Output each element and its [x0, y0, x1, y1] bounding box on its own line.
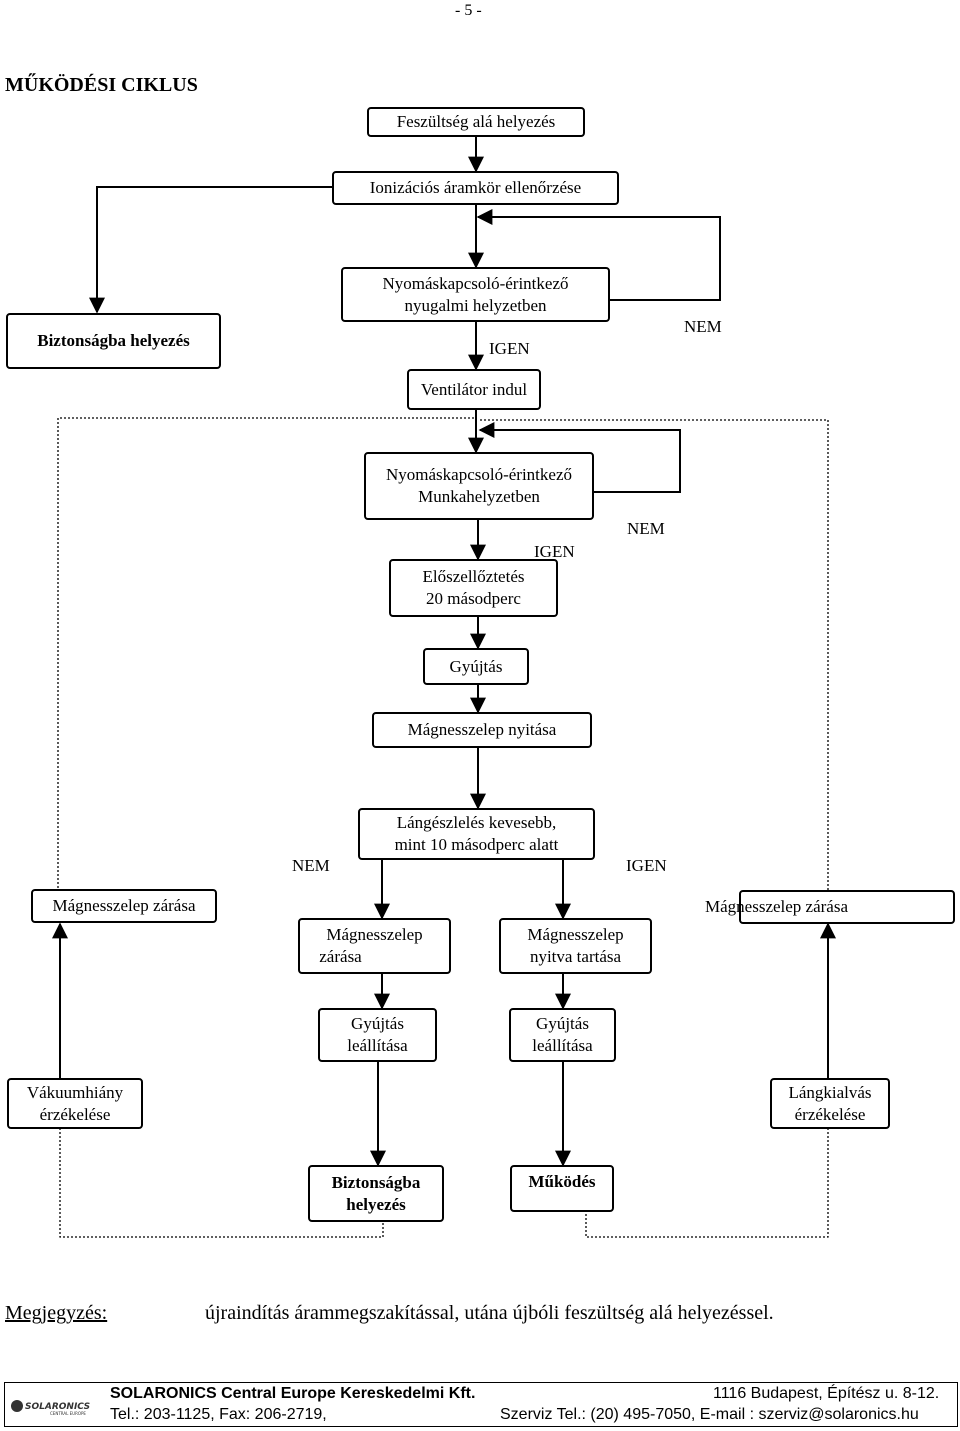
box-valve-close-left: Mágnesszelep zárása — [31, 889, 217, 923]
label-nem-2: NEM — [627, 519, 665, 538]
solaronics-logo: SOLARONICS CENTRAL EUROPE — [11, 1400, 90, 1416]
box-valve-open: Mágnesszelep nyitása — [372, 712, 592, 748]
box-ion-check: Ionizációs áramkör ellenőrzése — [332, 171, 619, 205]
box-fan-start: Ventilátor indul — [407, 369, 541, 410]
box-flameout-line1: Lángkialvás — [788, 1082, 872, 1102]
footer-phone: Tel.: 203-1125, Fax: 206-2719, — [110, 1406, 327, 1423]
box-vacuum-line1: Vákuumhiány — [26, 1082, 124, 1102]
box-prepurge-line1: Előszellőztetés — [422, 567, 525, 586]
box-vacuum-line2: érzékelése — [39, 1104, 111, 1124]
box-pressure-work-line1: Nyomáskapcsoló-érintkező — [386, 465, 572, 484]
box-flame-detect: Lángészlelés kevesebb, mint 10 másodperc … — [358, 808, 595, 860]
box-pressure-rest-line1: Nyomáskapcsoló-érintkező — [382, 273, 569, 293]
box-ion-check-text: Ionizációs áramkör ellenőrzése — [369, 178, 582, 197]
box-prepurge-line2: 20 másodperc — [426, 589, 521, 608]
box-ignition-text: Gyújtás — [449, 656, 503, 676]
label-igen-1: IGEN — [489, 339, 530, 358]
footer-company: SOLARONICS Central Europe Kereskedelmi K… — [110, 1385, 476, 1402]
box-valve-close-mid-line1: Mágnesszelep — [326, 925, 423, 944]
box-valve-close-right-text: Mágnesszelep zárása — [705, 897, 849, 916]
label-nem-3: NEM — [292, 856, 330, 875]
page-number: - 5 - — [455, 2, 482, 19]
loop-nem-2 — [478, 422, 681, 493]
box-ign-stop-left-line1: Gyújtás — [351, 1014, 404, 1033]
dotted-right-top — [478, 419, 829, 890]
footer-service: Szerviz Tel.: (20) 495-7050, E-mail : sz… — [500, 1406, 919, 1423]
box-ign-stop-left-line2: leállítása — [347, 1036, 408, 1055]
box-safety-top: Biztonságba helyezés — [6, 313, 221, 369]
box-safety-bottom-line1: Biztonságba — [331, 1172, 421, 1192]
box-safety-top-text: Biztonságba helyezés — [37, 331, 190, 350]
dotted-left-top — [57, 417, 476, 888]
box-valve-close-mid-line2: zárása — [319, 947, 362, 966]
page-title: MŰKÖDÉSI CIKLUS — [5, 74, 198, 96]
svg-text:SOLARONICS: SOLARONICS — [25, 1402, 90, 1412]
box-pressure-rest-line2: nyugalmi helyzetben — [404, 295, 547, 315]
footer-address: 1116 Budapest, Építész u. 8-12. — [713, 1385, 940, 1402]
svg-text:CENTRAL EUROPE: CENTRAL EUROPE — [50, 1411, 86, 1416]
box-ign-stop-right: Gyújtás leállítása — [509, 1008, 616, 1062]
box-valve-keep: Mágnesszelep nyitva tartása — [499, 918, 652, 974]
note-label: Megjegyzés: — [5, 1302, 108, 1324]
box-flame-detect-line1: Lángészlelés kevesebb, — [396, 813, 557, 832]
label-igen-3: IGEN — [626, 856, 667, 875]
box-power-on: Feszültség alá helyezés — [367, 107, 585, 137]
box-valve-open-text: Mágnesszelep nyitása — [407, 720, 557, 739]
box-power-on-text: Feszültség alá helyezés — [396, 112, 556, 131]
box-valve-keep-line1: Mágnesszelep — [527, 925, 624, 944]
box-valve-close-right: Mágnesszelep zárása — [705, 890, 955, 924]
box-flame-detect-line2: mint 10 másodperc alatt — [394, 835, 559, 854]
label-nem-1: NEM — [684, 317, 722, 336]
box-pressure-work-line2: Munkahelyzetben — [418, 487, 540, 506]
loop-nem-1 — [476, 209, 721, 301]
box-operation: Működés — [510, 1165, 614, 1212]
box-safety-bottom-line2: helyezés — [346, 1194, 406, 1214]
box-valve-keep-line2: nyitva tartása — [529, 947, 622, 966]
footer: SOLARONICS CENTRAL EUROPE SOLARONICS Cen… — [4, 1382, 958, 1427]
label-igen-2: IGEN — [534, 542, 575, 561]
box-ign-stop-right-line2: leállítása — [532, 1036, 593, 1055]
box-ign-stop-right-line1: Gyújtás — [536, 1014, 589, 1033]
box-prepurge: Előszellőztetés 20 másodperc — [389, 559, 558, 617]
box-ign-stop-left: Gyújtás leállítása — [318, 1008, 437, 1062]
box-operation-text: Működés — [528, 1172, 596, 1191]
box-flameout-line2: érzékelése — [794, 1104, 866, 1124]
box-valve-close-left-text: Mágnesszelep zárása — [52, 896, 196, 915]
dotted-right-bottom — [585, 1128, 829, 1238]
box-valve-close-mid: Mágnesszelep zárása — [298, 918, 451, 974]
box-fan-start-text: Ventilátor indul — [420, 379, 528, 399]
box-ignition: Gyújtás — [423, 648, 529, 685]
note-text: újraindítás árammegszakítással, utána új… — [205, 1302, 774, 1324]
arrow-to-safety-top — [89, 186, 332, 314]
